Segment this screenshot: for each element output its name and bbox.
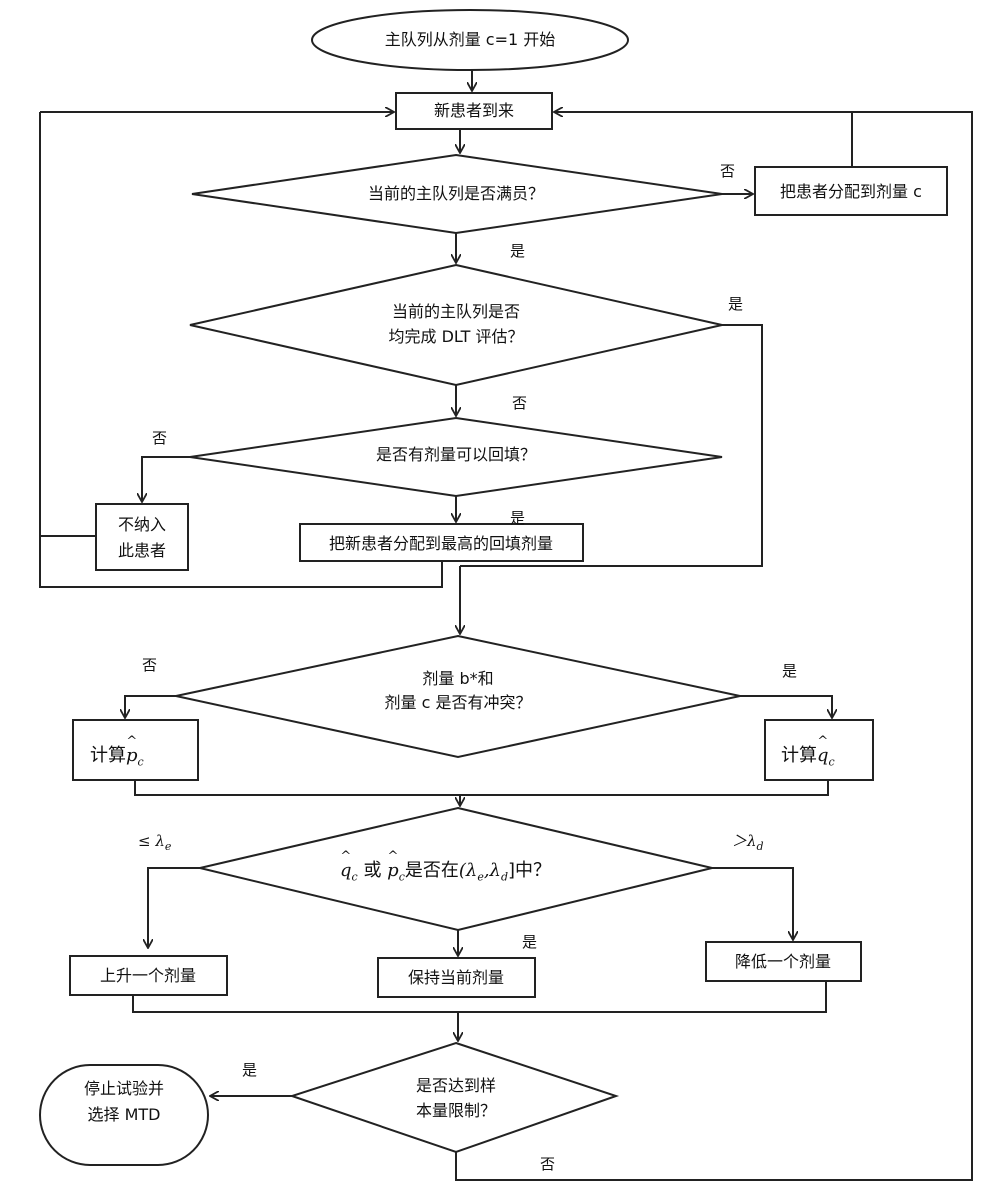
q-hat-symbol-2: q <box>340 860 352 882</box>
lambda-e-sub: e <box>477 870 484 884</box>
lambda-d-sub: d <box>500 870 509 884</box>
stop-trial-terminal <box>39 1064 209 1166</box>
new-patient-label: 新患者到来 <box>433 101 515 120</box>
calc-p-label: 计算pc <box>90 745 144 774</box>
dose-conflict-decision <box>175 634 741 759</box>
branch-label-le-lambda: ≤ λe <box>138 830 171 858</box>
p-hat-symbol-2: p <box>387 860 399 882</box>
branch-label-yes: 是 <box>728 295 744 313</box>
reject-patient-box <box>95 503 189 571</box>
branch-label-no: 否 <box>152 429 168 447</box>
dlt-question-line2: 均完成 DLT 评估？ <box>388 327 524 346</box>
increase-dose-box <box>69 955 228 996</box>
reject-line2: 此患者 <box>117 541 167 560</box>
calc-q-label: 计算qc <box>781 745 835 774</box>
reject-line1: 不纳入 <box>117 515 167 534</box>
gt-lambda-sub: d <box>756 840 764 853</box>
q-subscript: c <box>828 755 835 769</box>
p-hat-symbol: p <box>126 745 138 767</box>
gt-lambda-text: ＞λ <box>732 832 757 850</box>
dlt-evaluated-decision <box>189 263 723 387</box>
interval-open: (λ <box>458 860 478 881</box>
calc-p-prefix: 计算 <box>90 745 126 766</box>
stop-line1: 停止试验并 <box>83 1079 165 1098</box>
p-subscript: c <box>137 755 144 769</box>
assign-dose-c-box <box>754 166 948 216</box>
increase-dose-label: 上升一个剂量 <box>99 966 197 985</box>
connectors <box>39 70 973 1181</box>
start-terminal <box>311 9 629 71</box>
interval-question-label: qc 或 pc是否在(λe,λd]中？ <box>340 860 551 889</box>
calc-q-prefix: 计算 <box>781 745 817 766</box>
or-text: 或 <box>363 860 382 881</box>
branch-label-no: 否 <box>720 162 736 180</box>
stop-line2: 选择 MTD <box>87 1105 161 1124</box>
interval-text: 是否在 <box>404 860 459 881</box>
branch-label-no: 否 <box>540 1155 556 1173</box>
branch-label-yes: 是 <box>522 933 538 951</box>
branch-label-yes: 是 <box>782 662 798 680</box>
branch-label-gt-lambda: ＞λd <box>732 830 764 858</box>
backfill-question-label: 是否有剂量可以回填？ <box>375 445 537 464</box>
sample-question-line1: 是否达到样 <box>415 1076 497 1095</box>
branch-label-no: 否 <box>512 394 528 412</box>
le-lambda-text: ≤ λ <box>138 832 165 850</box>
branch-label-no: 否 <box>142 656 158 674</box>
new-patient-box <box>395 92 553 130</box>
queue-full-label: 当前的主队列是否满员？ <box>367 184 545 203</box>
dlt-question-line1: 当前的主队列是否 <box>391 302 521 321</box>
q-hat-symbol: q <box>817 745 829 767</box>
le-lambda-sub: e <box>164 840 172 853</box>
keep-dose-box <box>377 957 536 998</box>
start-label: 主队列从剂量 c=1 开始 <box>384 30 556 49</box>
p-subscript-2: c <box>398 870 405 884</box>
interval-close: ]中？ <box>508 860 552 881</box>
decrease-dose-box <box>705 941 862 982</box>
interval-mid: ,λ <box>483 860 501 881</box>
conflict-question-line2: 剂量 c 是否有冲突？ <box>384 693 532 712</box>
assign-dose-c-label: 把患者分配到剂量 c <box>780 182 922 201</box>
branch-label-yes: 是 <box>510 509 526 527</box>
branch-label-yes: 是 <box>510 242 526 260</box>
assign-backfill-label: 把新患者分配到最高的回填剂量 <box>328 534 554 553</box>
keep-dose-label: 保持当前剂量 <box>407 968 505 987</box>
sample-limit-decision <box>288 1041 620 1154</box>
sample-question-line2: 本量限制？ <box>415 1101 497 1120</box>
decrease-dose-label: 降低一个剂量 <box>734 952 832 971</box>
conflict-question-line1: 剂量 b*和 <box>422 669 494 688</box>
branch-label-yes: 是 <box>242 1061 258 1079</box>
q-subscript-2: c <box>351 870 358 884</box>
